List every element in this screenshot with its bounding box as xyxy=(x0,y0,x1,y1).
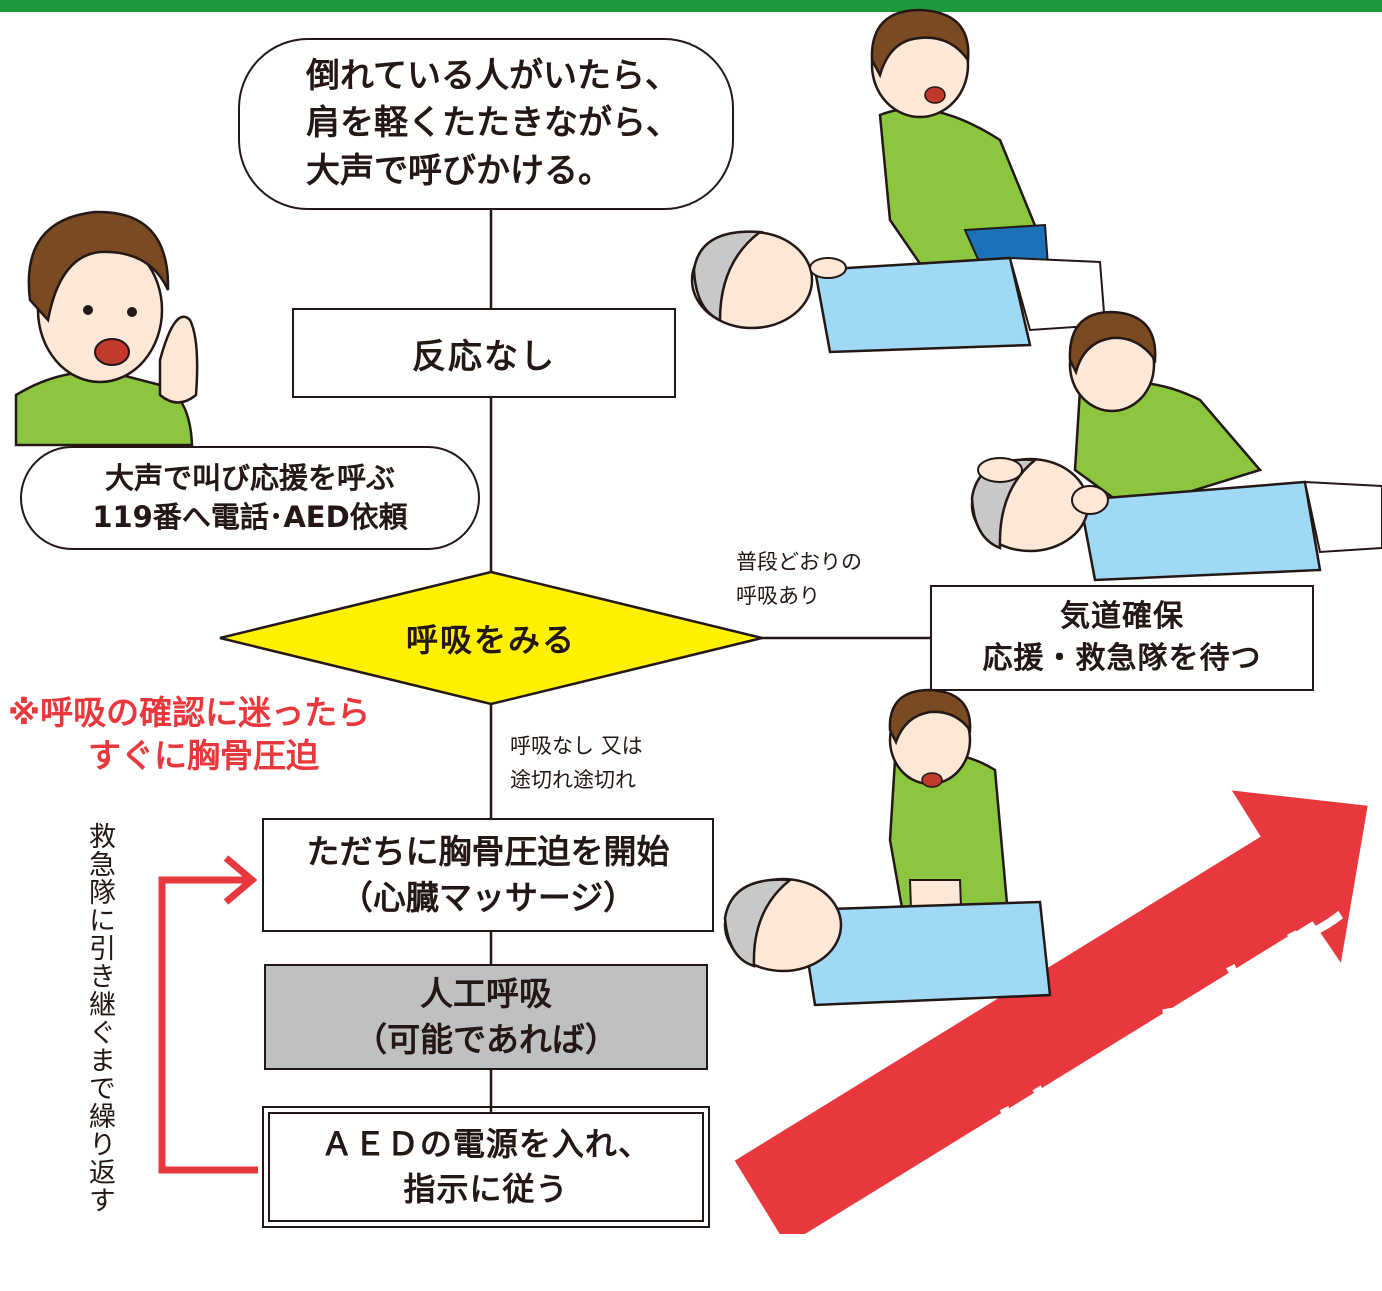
start-text-line1: 倒れている人がいたら、 xyxy=(306,55,679,96)
normal-breathing-label: 普段どおりの 呼吸あり xyxy=(736,546,862,613)
rescue-breathing-node: 人工呼吸 （可能であれば） xyxy=(264,964,708,1070)
call-for-help-node: 大声で叫び応援を呼ぶ 119番へ電話･AED依頼 xyxy=(20,446,480,550)
repeat-arrowhead xyxy=(223,855,258,905)
airway-node: 気道確保 応援・救急隊を待つ xyxy=(930,585,1314,691)
top-bar xyxy=(0,0,1382,12)
decision-diamond xyxy=(219,570,763,706)
responder-airway-illustration xyxy=(970,310,1382,582)
responder-cpr-illustration xyxy=(723,688,1052,1007)
check-breathing-text: 呼吸をみる xyxy=(405,621,576,659)
call-text-line1: 大声で叫び応援を呼ぶ xyxy=(104,460,395,495)
airway-text-line2: 応援・救急隊を待つ xyxy=(982,641,1262,676)
repeat-arrow xyxy=(158,876,258,1174)
call-text-line2: 119番へ電話･AED依頼 xyxy=(92,500,408,534)
warning-line2: すぐに胸骨圧迫 xyxy=(88,735,319,775)
none-label-line2: 途切れ途切れ xyxy=(510,767,636,792)
rescue-text-line1: 人工呼吸 xyxy=(420,973,552,1013)
flowchart-graphics xyxy=(14,8,1382,1234)
rescue-text-line2: （可能であれば） xyxy=(354,1020,618,1059)
chest-compression-node: ただちに胸骨圧迫を開始 （心臓マッサージ） xyxy=(262,818,714,932)
airway-text-line1: 気道確保 xyxy=(1060,599,1184,634)
cpr-text-line1: ただちに胸骨圧迫を開始 xyxy=(306,831,670,871)
no-breathing-label: 呼吸なし 又は 途切れ途切れ xyxy=(510,730,643,797)
cpr-text-line2: （心臓マッサージ） xyxy=(339,878,637,917)
aed-text-line2: 指示に従う xyxy=(403,1170,569,1208)
aed-node: ＡＥＤの電源を入れ、 指示に従う xyxy=(262,1106,710,1228)
responder-tapping-illustration xyxy=(690,8,1107,354)
no-response-text: 反応なし xyxy=(412,336,556,377)
no-response-node: 反応なし xyxy=(292,308,676,398)
breathing-doubt-warning: ※呼吸の確認に迷ったら すぐに胸骨圧迫 xyxy=(8,692,428,778)
normal-label-line2: 呼吸あり xyxy=(736,583,820,608)
none-label-line1: 呼吸なし 又は xyxy=(510,734,643,758)
warning-line1: ※呼吸の確認に迷ったら xyxy=(8,693,371,732)
shouting-person-illustration xyxy=(14,210,199,447)
aed-text-line1: ＡＥＤの電源を入れ、 xyxy=(320,1125,652,1164)
check-breathing-label: 呼吸をみる xyxy=(340,612,642,664)
start-text-line2: 肩を軽くたたきながら、 xyxy=(306,103,680,144)
start-text-line3: 大声で呼びかける。 xyxy=(306,150,612,191)
aed-banner-arrow xyxy=(729,785,1373,1234)
repeat-until-handover-label: 救急隊に引き継ぐまで繰り返す xyxy=(84,822,115,1214)
normal-label-line1: 普段どおりの xyxy=(736,550,862,574)
start-node: 倒れている人がいたら、 肩を軽くたたきながら、 大声で呼びかける。 xyxy=(238,38,734,210)
